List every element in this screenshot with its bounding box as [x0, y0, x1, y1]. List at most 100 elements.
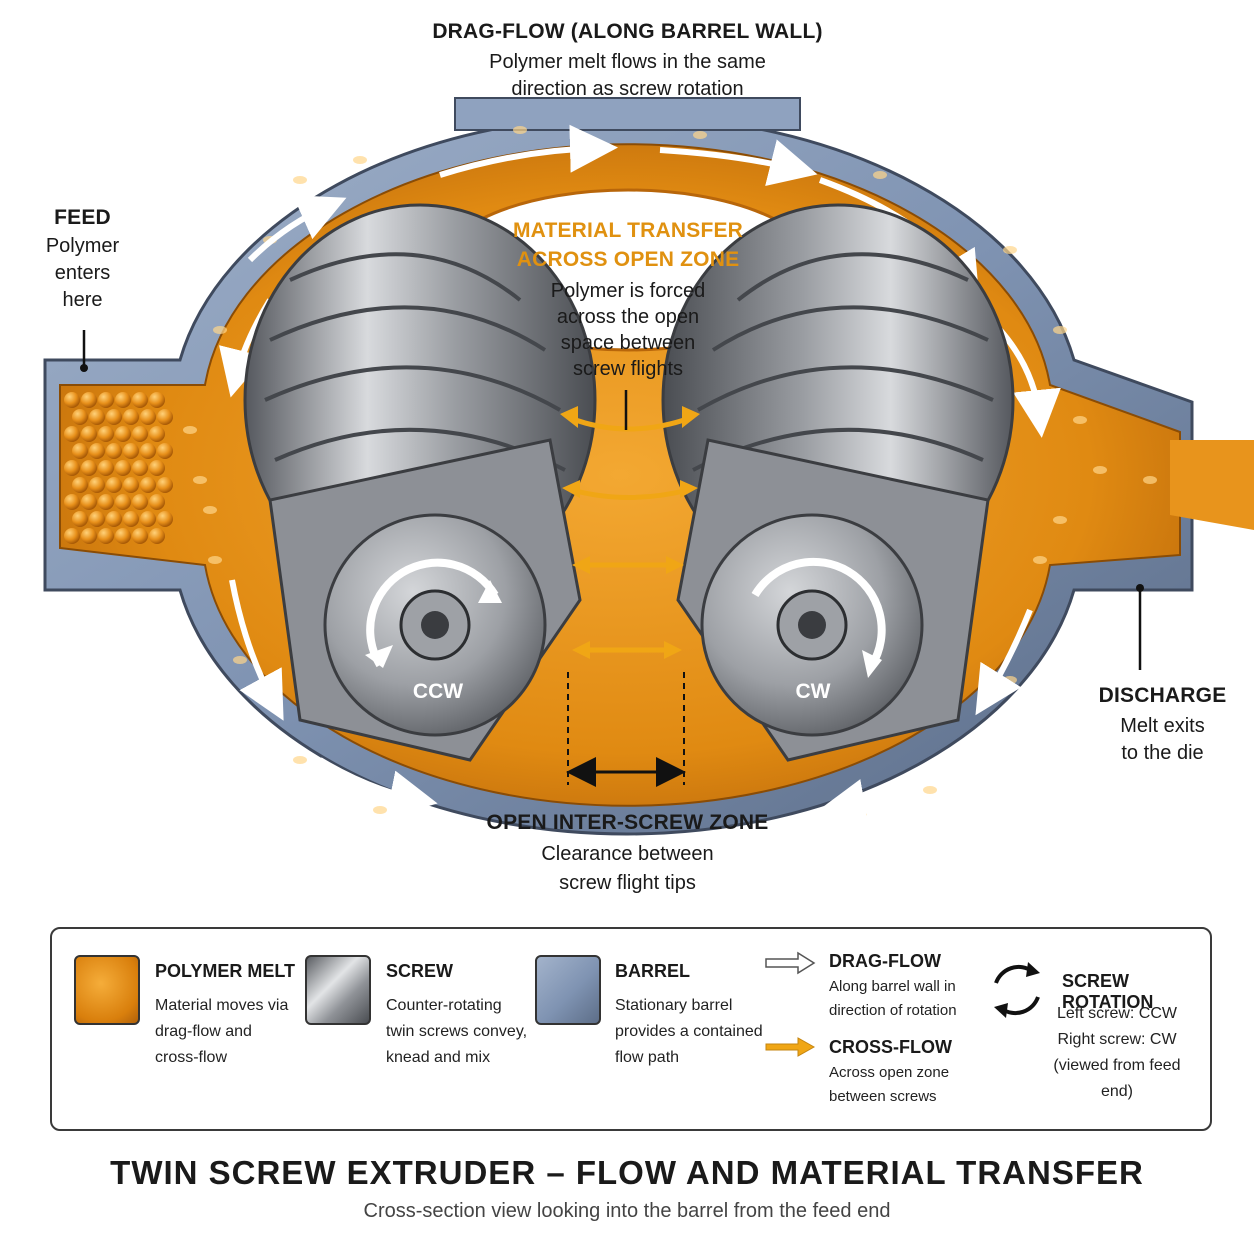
drag-flow-label: DRAG-FLOW (ALONG BARREL WALL) Polymer me…: [390, 20, 865, 103]
cross-flow-arrow-icon: [765, 1037, 816, 1057]
legend-screw-desc: Counter-rotating twin screws convey, kne…: [386, 993, 527, 1071]
feed-pellet: [98, 392, 114, 408]
melt-bubble: [233, 656, 247, 664]
feed-pellet: [115, 528, 131, 544]
left-screw: [243, 203, 597, 762]
legend-screw-rotation-desc: Left screw: CCW Right screw: CW (viewed …: [1037, 1001, 1197, 1105]
feed-title: FEED: [54, 206, 111, 229]
discharge-stream: [1170, 440, 1254, 530]
feed-pellet: [64, 460, 80, 476]
legend-barrel-title: BARREL: [615, 961, 690, 981]
legend-screw-desc-1: Counter-rotating: [386, 997, 502, 1014]
feed-pellet: [64, 392, 80, 408]
feed-pellet: [106, 511, 122, 527]
feed-pellet: [140, 511, 156, 527]
extruder-cross-section: [43, 97, 1254, 836]
melt-bubble: [373, 806, 387, 814]
feed-desc-1: Polymer: [45, 235, 120, 257]
feed-pellet: [132, 460, 148, 476]
melt-bubble: [873, 171, 887, 179]
legend-screw-rotation-title: SCREW ROTATION: [1062, 971, 1154, 1012]
feed-pellet: [123, 511, 139, 527]
feed-pellet: [123, 443, 139, 459]
legend-polymer-melt-desc-1: Material moves via: [155, 997, 289, 1014]
feed-label: FEED Polymer enters here: [20, 206, 145, 314]
page-title: TWIN SCREW EXTRUDER – FLOW AND MATERIAL …: [110, 1154, 1144, 1191]
feed-pellet: [72, 511, 88, 527]
legend-polymer-melt-desc-2: drag-flow and: [155, 1023, 252, 1040]
feed-pellet: [149, 494, 165, 510]
feed-pellet: [115, 494, 131, 510]
melt-bubble: [923, 786, 937, 794]
feed-pellet: [98, 426, 114, 442]
melt-bubble: [293, 756, 307, 764]
melt-bubble: [208, 556, 222, 564]
feed-pellet: [140, 477, 156, 493]
material-transfer-desc-2: across the open: [556, 306, 700, 328]
right-screw: [661, 203, 1015, 762]
legend: POLYMER MELT Material moves via drag-flo…: [50, 927, 1212, 1131]
legend-screw-rotation-desc-1: Left screw: CCW: [1056, 1005, 1177, 1022]
discharge-title: DISCHARGE: [1098, 684, 1227, 707]
feed-pellet: [115, 392, 131, 408]
legend-screw-desc-3: knead and mix: [386, 1049, 491, 1066]
melt-bubble: [1003, 246, 1017, 254]
open-zone-desc-1: Clearance between: [541, 843, 714, 865]
feed-pellet: [64, 426, 80, 442]
drag-flow-arrow-icon: [765, 951, 816, 975]
legend-screw-rotation-desc-2: Right screw: CW: [1057, 1031, 1177, 1048]
material-transfer-desc-1: Polymer is forced: [550, 280, 706, 302]
rotation-cycle-icon: [994, 962, 1040, 1018]
page-subtitle: Cross-section view looking into the barr…: [363, 1200, 891, 1222]
material-transfer-title-1: MATERIAL TRANSFER: [512, 219, 744, 242]
melt-bubble: [353, 156, 367, 164]
feed-pellet: [72, 443, 88, 459]
legend-barrel-desc-3: flow path: [615, 1049, 680, 1066]
legend-drag-flow-desc-1: Along barrel wall in: [829, 978, 956, 995]
legend-drag-flow-title: DRAG-FLOW: [829, 951, 941, 971]
legend-polymer-melt-desc: Material moves via drag-flow and cross-f…: [155, 993, 288, 1071]
feed-pellet: [64, 528, 80, 544]
feed-pellet: [157, 409, 173, 425]
melt-bubble: [1143, 476, 1157, 484]
melt-bubble: [693, 131, 707, 139]
legend-polymer-melt-title: POLYMER MELT: [155, 961, 296, 981]
feed-pellets: [64, 392, 173, 544]
melt-bubble: [193, 476, 207, 484]
feed-pellet: [72, 409, 88, 425]
feed-pellet: [89, 477, 105, 493]
feed-pellet: [72, 477, 88, 493]
feed-pellet: [149, 392, 165, 408]
legend-screw-desc-2: twin screws convey,: [386, 1023, 528, 1040]
feed-pellet: [89, 443, 105, 459]
legend-cross-flow-title: CROSS-FLOW: [829, 1037, 952, 1057]
drag-flow-desc-2: direction as screw rotation: [511, 78, 744, 100]
drag-flow-desc-1: Polymer melt flows in the same: [489, 51, 766, 73]
legend-barrel-desc-1: Stationary barrel: [615, 997, 733, 1014]
feed-pellet: [106, 443, 122, 459]
material-transfer-label: MATERIAL TRANSFER ACROSS OPEN ZONE Polym…: [500, 216, 756, 382]
feed-pellet: [98, 494, 114, 510]
cross-flow-arrowheads: [560, 406, 700, 659]
legend-cross-flow-desc: Across open zone between screws: [829, 1061, 949, 1109]
feed-pellet: [149, 528, 165, 544]
melt-bubble: [293, 176, 307, 184]
melt-bubble: [203, 506, 217, 514]
discharge-label: DISCHARGE Melt exits to the die: [1095, 684, 1230, 767]
feed-pellet: [149, 460, 165, 476]
feed-pellet: [123, 409, 139, 425]
feed-pellet: [106, 409, 122, 425]
feed-pellet: [81, 426, 97, 442]
right-screw-rotation-label: CW: [795, 680, 831, 703]
open-zone-desc-2: screw flight tips: [559, 872, 696, 894]
feed-pellet: [81, 392, 97, 408]
feed-pellet: [115, 426, 131, 442]
feed-pellet: [123, 477, 139, 493]
open-zone-label: OPEN INTER-SCREW ZONE Clearance between …: [470, 811, 785, 898]
feed-pellet: [81, 528, 97, 544]
feed-pellet: [64, 494, 80, 510]
feed-pellet: [132, 426, 148, 442]
drag-flow-title: DRAG-FLOW (ALONG BARREL WALL): [432, 20, 823, 43]
feed-pellet: [81, 460, 97, 476]
feed-pellet: [140, 443, 156, 459]
